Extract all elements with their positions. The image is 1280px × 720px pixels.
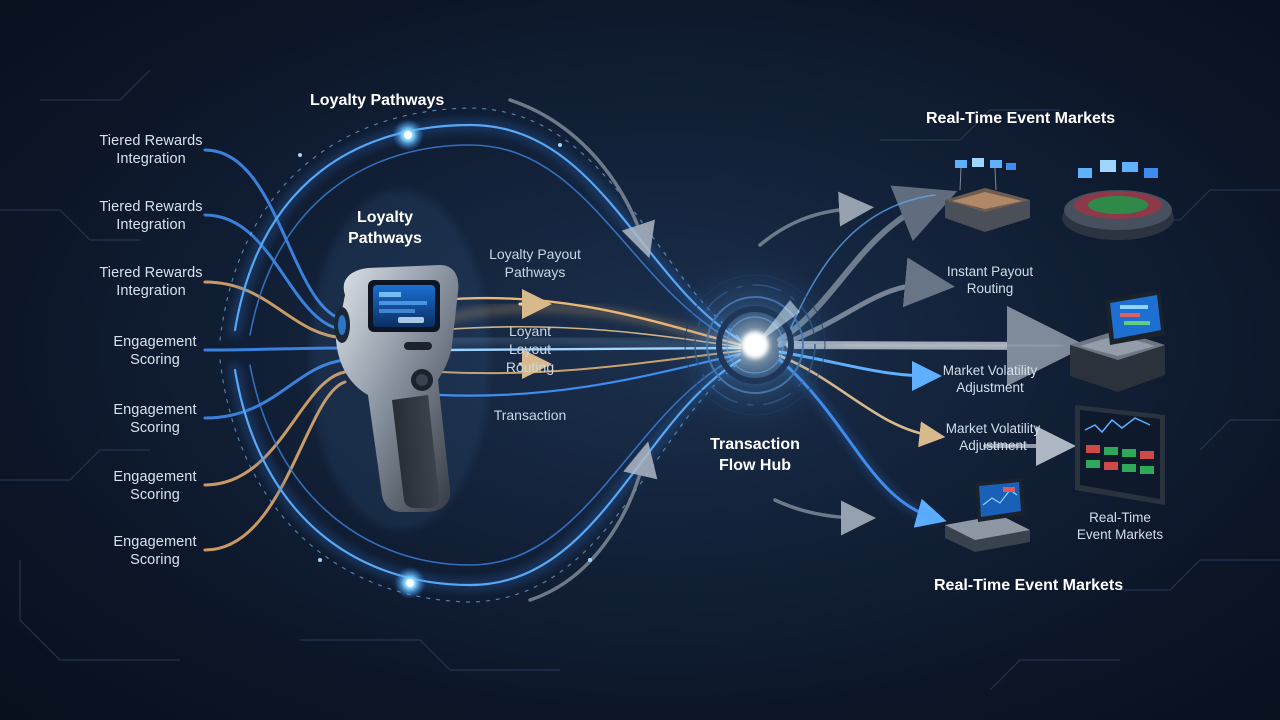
- left-label-tiered-rewards-3: Tiered Rewards Integration: [99, 265, 203, 299]
- pos-register-icon: [1070, 290, 1165, 392]
- glow-nodes: [298, 119, 592, 599]
- title-real-time-event-markets-top: Real-Time Event Markets: [926, 110, 1116, 127]
- left-label-engagement-2: Engagement Scoring: [113, 402, 197, 436]
- stadium-icon: [945, 158, 1030, 232]
- left-label-tiered-rewards-1: Tiered Rewards Integration: [99, 133, 203, 167]
- trading-screen-icon: [1075, 405, 1165, 505]
- left-label-engagement-3: Engagement Scoring: [113, 469, 197, 503]
- left-label-tiered-rewards-2: Tiered Rewards Integration: [99, 199, 203, 233]
- title-transaction-flow-hub: Transaction Flow Hub: [710, 436, 800, 474]
- label-real-time-event-markets-small: Real-Time Event Markets: [1076, 510, 1164, 542]
- label-market-volatility-1: Market Volatility Adjustment: [942, 363, 1038, 395]
- outer-arcs: [219, 107, 747, 603]
- title-loyalty-pathways-top: Loyalty Pathways: [310, 92, 445, 109]
- handheld-pos-terminal-icon: [310, 190, 490, 530]
- guide-arrows: [508, 98, 876, 602]
- label-instant-payout-routing: Instant Payout Routing: [946, 264, 1034, 296]
- left-label-engagement-1: Engagement Scoring: [113, 334, 197, 368]
- circuit-traces: [0, 69, 1280, 691]
- title-loyalty-pathways-device: Loyalty Pathways: [348, 209, 422, 247]
- label-loyalty-payout-pathways: Loyalty Payout Pathways: [489, 246, 581, 280]
- label-market-volatility-2: Market Volatility Adjustment: [945, 421, 1041, 453]
- stadium-round-icon: [1062, 160, 1174, 240]
- left-label-engagement-4: Engagement Scoring: [113, 534, 197, 568]
- hub-core-icon: [660, 250, 850, 440]
- mini-terminal-icon: [945, 478, 1030, 552]
- label-transaction: Transaction: [493, 407, 567, 423]
- label-loyant-layout-routing: Loyant Layout Routing: [505, 323, 555, 375]
- title-real-time-event-markets-bottom: Real-Time Event Markets: [934, 577, 1124, 594]
